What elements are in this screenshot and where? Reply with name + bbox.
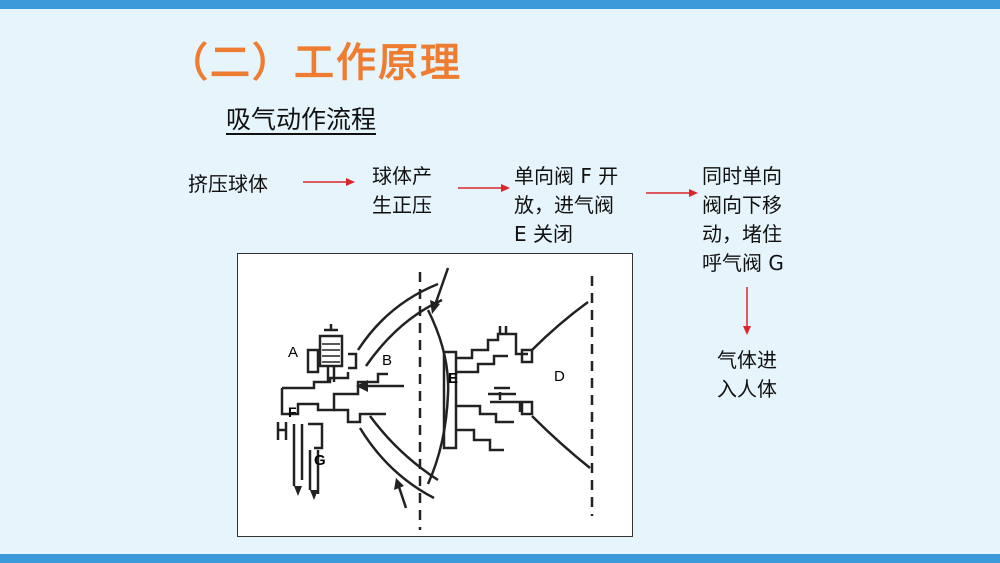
flow-arrow-down [743, 287, 751, 335]
valve-diagram-drawing [276, 267, 594, 530]
label-b: B [382, 352, 393, 369]
flow-arrow-3 [646, 189, 698, 197]
flow-step-valve-f-open: 单向阀 F 开 放，进气阀 E 关闭 [514, 164, 619, 246]
slide-title: （二）工作原理 [168, 40, 462, 86]
flow-step-gas-enters: 气体进 入人体 [717, 348, 777, 401]
flow-step-positive-pressure: 球体产 生正压 [372, 164, 432, 217]
flow-step-valve-g-blocked: 同时单向 阀向下移 动，堵住 呼气阀 G [702, 164, 784, 275]
top-accent-bar [0, 0, 1000, 9]
label-d: D [554, 368, 565, 385]
valve-diagram: A B E D F G [237, 253, 633, 537]
flow-arrow-2 [458, 184, 510, 192]
label-e: E [448, 370, 459, 387]
slide-subtitle: 吸气动作流程 [226, 105, 377, 134]
label-g: G [314, 452, 326, 469]
flow-arrow-1 [303, 178, 355, 186]
flow-step-squeeze: 挤压球体 [188, 172, 268, 196]
label-f: F [288, 404, 297, 420]
bottom-accent-bar [0, 554, 1000, 563]
label-a: A [288, 344, 299, 361]
